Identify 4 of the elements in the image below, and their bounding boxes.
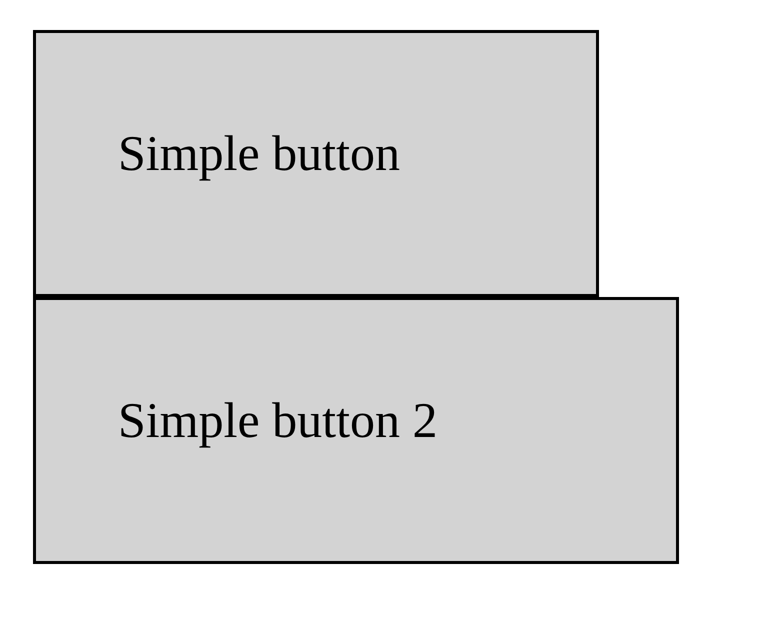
- button-label: Simple button: [118, 124, 400, 183]
- button-label: Simple button 2: [118, 391, 438, 450]
- button: [33, 297, 679, 564]
- button: [33, 30, 599, 297]
